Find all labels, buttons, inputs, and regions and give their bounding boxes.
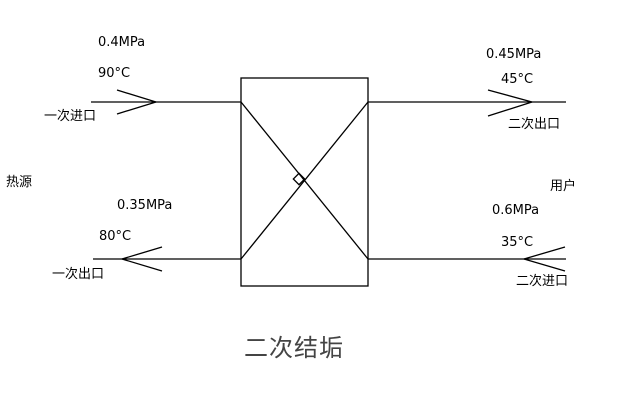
secondary-inlet-arrow-upper	[523, 246, 566, 260]
heat-exchanger-box	[240, 77, 369, 287]
primary-inlet-pressure: 0.4MPa	[98, 35, 145, 50]
secondary-inlet-arrow-lower	[523, 258, 566, 272]
secondary-outlet-pressure: 0.45MPa	[486, 47, 541, 62]
secondary-outlet-temperature: 45°C	[501, 72, 533, 87]
exchanger-center-marker	[292, 172, 306, 186]
secondary-inlet-pressure: 0.6MPa	[492, 203, 539, 218]
primary-inlet-temperature: 90°C	[98, 66, 130, 81]
primary-inlet-label: 一次进口	[44, 108, 96, 124]
secondary-outlet-arrow-lower	[487, 101, 533, 117]
primary-outlet-pressure: 0.35MPa	[117, 198, 172, 213]
primary-inlet-arrow-lower	[116, 101, 157, 115]
primary-outlet-arrow-upper	[121, 246, 163, 260]
primary-outlet-temperature: 80°C	[99, 229, 131, 244]
user-label: 用户	[550, 178, 576, 194]
diagram-title: 二次结垢	[244, 334, 344, 362]
primary-inlet-arrow-upper	[116, 89, 157, 103]
primary-outlet-arrow-lower	[121, 258, 163, 272]
secondary-outlet-arrow-upper	[487, 89, 533, 103]
secondary-inlet-label: 二次进口	[516, 273, 568, 289]
heat-source-label: 热源	[6, 175, 32, 190]
secondary-outlet-label: 二次出口	[508, 116, 560, 132]
exchanger-diagonal-2	[240, 101, 369, 260]
secondary-inlet-temperature: 35°C	[501, 235, 533, 250]
primary-outlet-label: 一次出口	[52, 266, 104, 282]
